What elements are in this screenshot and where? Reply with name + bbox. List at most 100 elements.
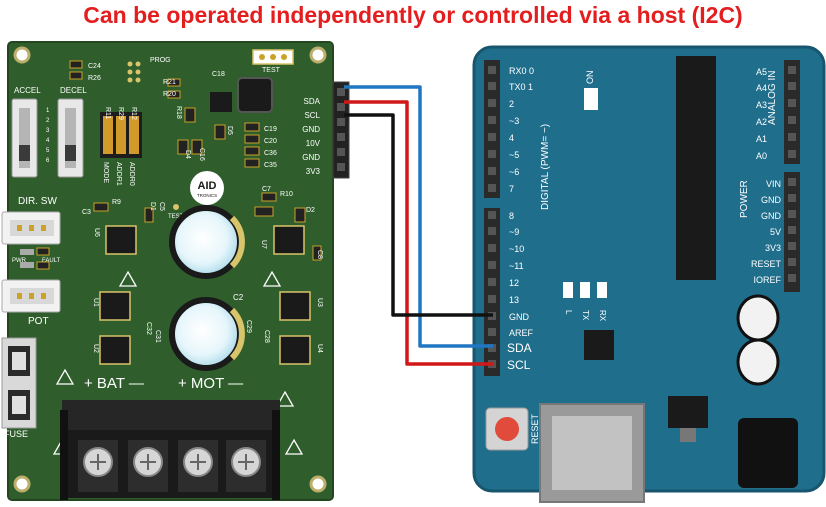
header-gnd-label: GND [302,125,320,134]
arduino-board: RX0 0 TX0 1 2 ~3 4 ~5 ~6 7 8 ~9 ~10 ~11 … [472,45,826,503]
svg-text:R12: R12 [130,107,137,120]
svg-text:U3: U3 [316,298,323,307]
digital-label: DIGITAL (PWM= ~) [540,124,551,210]
pin-a4: A4 [756,83,767,93]
on-led [584,88,598,110]
svg-text:C2: C2 [233,293,244,302]
svg-text:U7: U7 [260,240,267,249]
ic-u6 [105,225,137,255]
fuse-label: FUSE [4,429,28,439]
capacitor-c2 [169,297,243,371]
svg-text:R21: R21 [163,79,176,86]
led-rx: RX [598,310,607,322]
test2-label: TEST [168,214,184,220]
svg-text:C7: C7 [262,186,271,193]
pin-a1: A1 [756,134,767,144]
blue-wire-sda [344,85,493,348]
svg-text:D2: D2 [306,207,315,214]
svg-text:C5: C5 [158,202,165,211]
inductor [237,77,273,113]
svg-text:R10: R10 [280,191,293,198]
test-label: TEST [262,67,281,74]
svg-text:5: 5 [46,148,50,154]
power-label: POWER [739,180,750,218]
ic-u3 [279,291,311,321]
i2c-wires [344,85,493,366]
bat-label: + BAT — [84,375,144,392]
header-gnd2-label: GND [302,153,320,162]
header-10v-label: 10V [306,139,321,148]
pin-gnd-p2: GND [761,211,782,221]
pin-11: ~11 [509,261,524,271]
svg-text:D1: D1 [149,202,156,211]
pin-10: ~10 [509,244,524,254]
logo-text: AID [198,180,217,192]
svg-text:C36: C36 [264,150,277,157]
pin-sda: SDA [507,341,532,355]
svg-text:C32: C32 [145,322,152,335]
pcb [7,41,334,501]
pin-scl: SCL [507,358,531,372]
pin-6: ~6 [509,167,519,177]
arduino-pcb [472,45,826,493]
logo-badge [190,171,224,205]
pin-13: 13 [509,295,519,305]
pin-8: 8 [509,211,514,221]
svg-text:U1: U1 [92,298,99,307]
decel-label: DECEL [60,86,87,95]
mot-label: + MOT — [178,375,243,392]
svg-text:C8: C8 [316,250,323,259]
dc-power-jack [738,418,798,488]
pin-9: ~9 [509,227,519,237]
svg-text:4: 4 [46,138,50,144]
black-wire-gnd [344,113,493,317]
svg-text:U2: U2 [92,344,99,353]
pin-5v: 5V [770,227,781,237]
svg-text:R9: R9 [112,199,121,206]
accel-label: ACCEL [14,86,41,95]
red-wire-scl [344,100,493,366]
svg-text:C16: C16 [198,148,205,161]
svg-text:D4: D4 [184,150,191,159]
pin-4: 4 [509,133,514,143]
motor-driver-board: TEST PROG ACCEL DECEL [1,41,350,501]
pin-gnd-p1: GND [761,195,782,205]
small-ic [584,330,614,360]
dir-sw-label: DIR. SW [18,196,57,207]
header-scl-label: SCL [304,111,320,120]
pin-3: ~3 [509,116,519,126]
pin-gnd: GND [509,312,530,322]
addr0-label: ADDR0 [128,162,135,186]
ic-u2 [99,335,131,365]
pin-a2: A2 [756,117,767,127]
ic-u7 [273,225,305,255]
mount-hole [309,46,327,64]
pin-5: ~5 [509,150,519,160]
digital-header-top [484,60,500,198]
pin-a5: A5 [756,67,767,77]
svg-text:C28: C28 [263,330,270,343]
logo-subtext: TRONICS [197,193,217,198]
svg-text:U6: U6 [93,228,100,237]
ic-u4 [279,335,311,365]
analog-header [784,60,800,164]
pot-label: POT [28,316,49,327]
svg-text:C18: C18 [212,71,225,78]
pin-3v3: 3V3 [765,243,781,253]
header-3v3-label: 3V3 [306,167,321,176]
pin-7: 7 [509,184,514,194]
pwr-label: PWR [12,258,27,264]
reset-label: RESET [530,413,540,444]
mount-hole [309,475,327,493]
on-label: ON [585,71,595,85]
svg-text:3: 3 [46,128,50,134]
addr1-label: ADDR1 [115,162,122,186]
mode-jumpers [100,112,142,158]
pin-a0: A0 [756,151,767,161]
mount-hole [13,475,31,493]
svg-text:C24: C24 [88,63,101,70]
svg-text:6: 6 [46,158,50,164]
svg-text:C3: C3 [82,209,91,216]
pin-aref: AREF [509,328,534,338]
